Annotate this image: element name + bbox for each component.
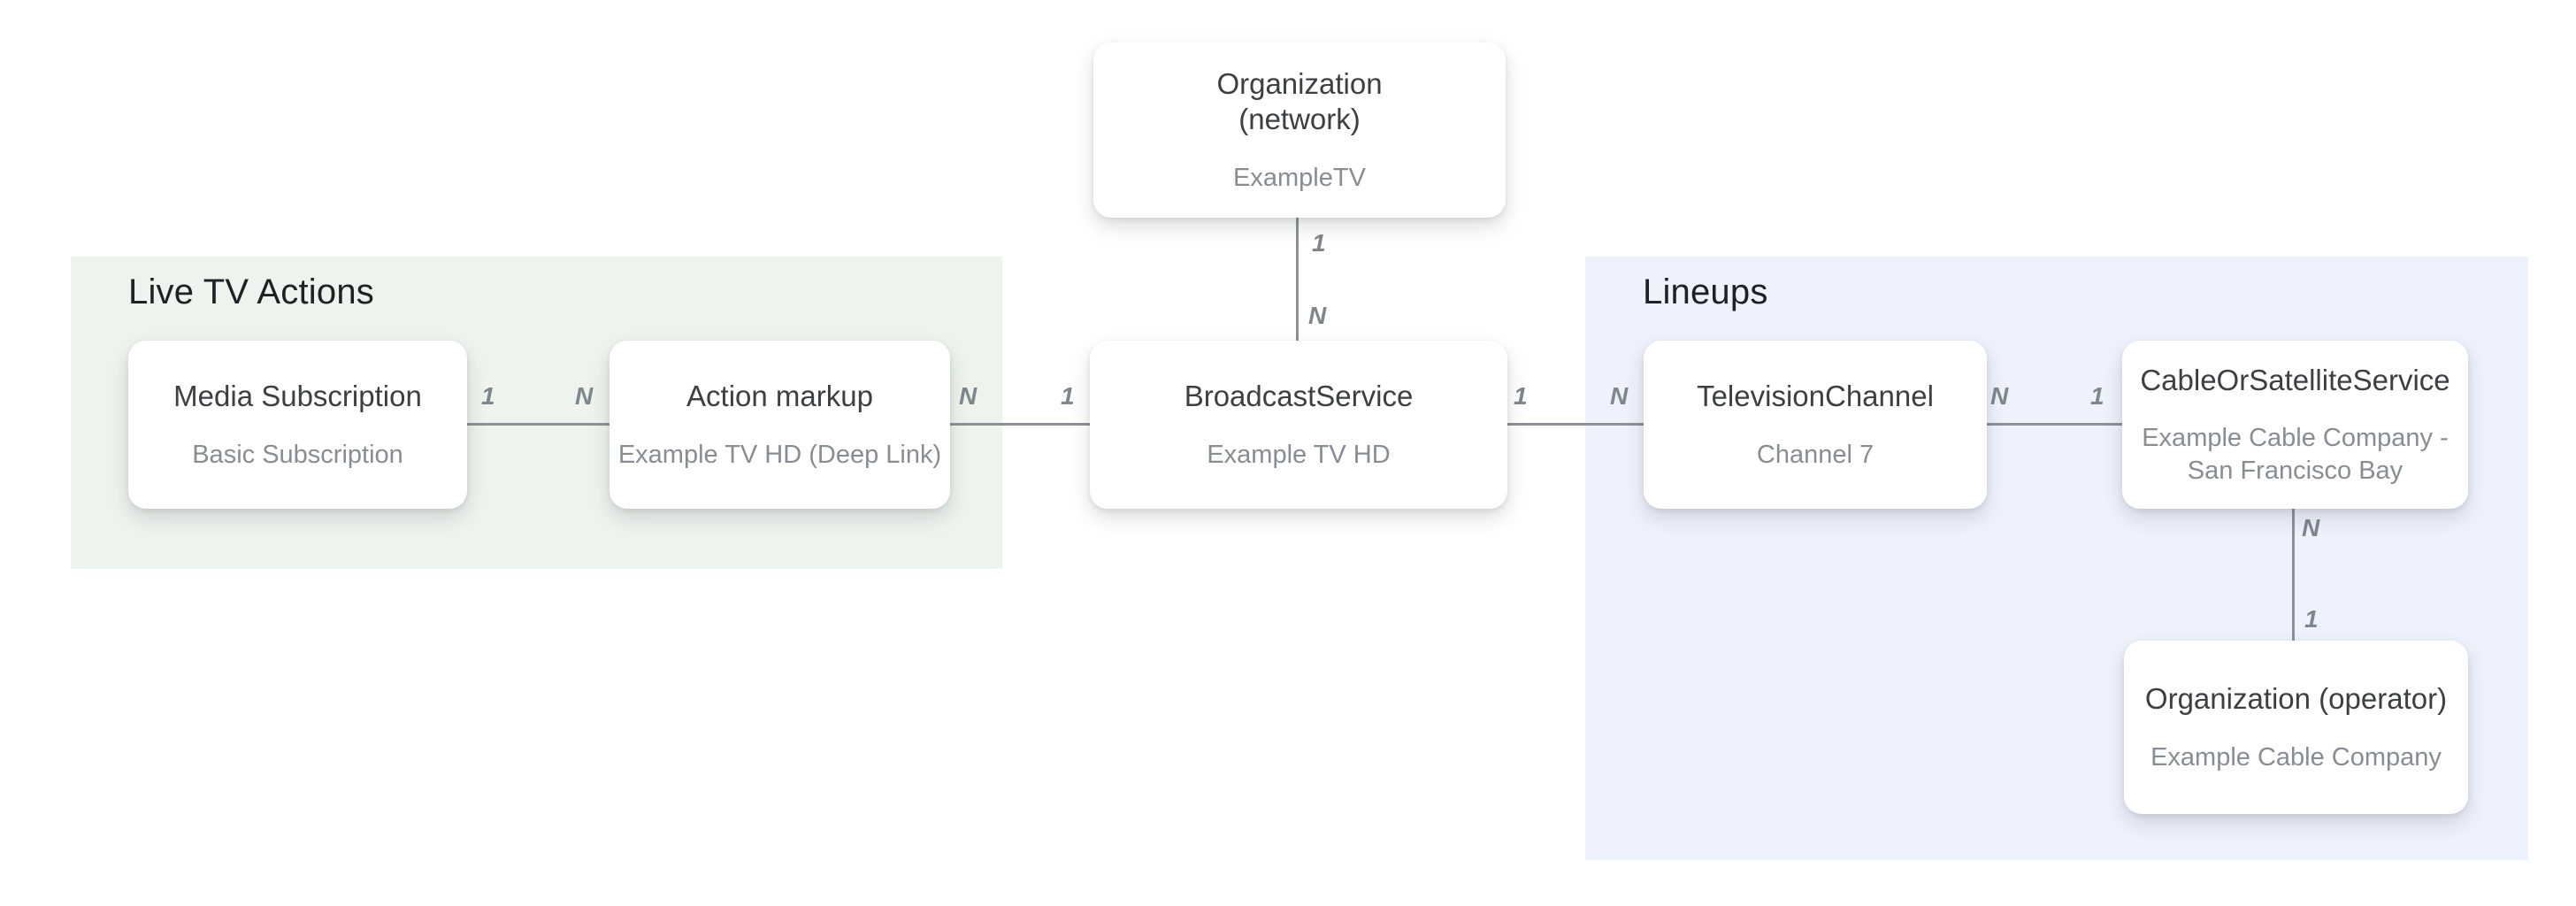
cardinality-label: 1 xyxy=(1061,382,1075,410)
node-subtitle: Example Cable Company xyxy=(2150,742,2442,772)
edge-cable-or-satellite-service-to-organization-operator xyxy=(2292,509,2295,641)
node-title: Media Subscription xyxy=(173,380,422,413)
node-subtitle: ExampleTV xyxy=(1233,163,1366,192)
node-subtitle: Basic Subscription xyxy=(192,440,403,469)
node-subtitle: Example TV HD (Deep Link) xyxy=(617,440,942,469)
cardinality-label: 1 xyxy=(1312,229,1326,257)
cardinality-label: N xyxy=(1610,382,1629,410)
node-title: Organization (network) xyxy=(1216,67,1383,136)
node-title: Action markup xyxy=(686,380,873,413)
cardinality-label: N xyxy=(959,382,978,410)
node-subtitle: Example TV HD xyxy=(1207,440,1391,469)
cardinality-label: 1 xyxy=(481,382,495,410)
node-broadcast-service: BroadcastService Example TV HD xyxy=(1090,341,1507,509)
node-title: TelevisionChannel xyxy=(1697,380,1934,413)
node-title: Organization (operator) xyxy=(2144,682,2448,716)
cardinality-label: N xyxy=(575,382,594,410)
edge-broadcast-service-to-television-channel xyxy=(1507,423,1644,426)
cardinality-label: 1 xyxy=(2090,382,2104,410)
node-television-channel: TelevisionChannel Channel 7 xyxy=(1644,341,1987,509)
group-lineups-label: Lineups xyxy=(1643,273,1768,311)
node-media-subscription: Media Subscription Basic Subscription xyxy=(128,341,467,509)
node-action-markup: Action markup Example TV HD (Deep Link) xyxy=(610,341,950,509)
node-title: BroadcastService xyxy=(1184,380,1414,413)
cardinality-label: 1 xyxy=(2304,605,2319,633)
edge-action-markup-to-broadcast-service xyxy=(950,423,1090,426)
node-subtitle: Channel 7 xyxy=(1756,440,1874,469)
node-organization-operator: Organization (operator) Example Cable Co… xyxy=(2124,641,2468,814)
node-organization-network: Organization (network) ExampleTV xyxy=(1093,42,1506,218)
cardinality-label: N xyxy=(2302,514,2320,541)
edge-organization-network-to-broadcast-service xyxy=(1296,218,1299,341)
cardinality-label: N xyxy=(1990,382,2009,410)
node-cable-or-satellite-service: CableOrSatelliteService Example Cable Co… xyxy=(2122,341,2468,509)
group-live-tv-actions-label: Live TV Actions xyxy=(128,273,374,311)
node-subtitle: Example Cable Company - San Francisco Ba… xyxy=(2142,424,2449,485)
edge-media-subscription-to-action-markup xyxy=(467,423,610,426)
cardinality-label: N xyxy=(1308,302,1327,329)
cardinality-label: 1 xyxy=(1514,382,1528,410)
edge-television-channel-to-cable-or-satellite-service xyxy=(1987,423,2122,426)
node-title: CableOrSatelliteService xyxy=(2140,364,2450,397)
